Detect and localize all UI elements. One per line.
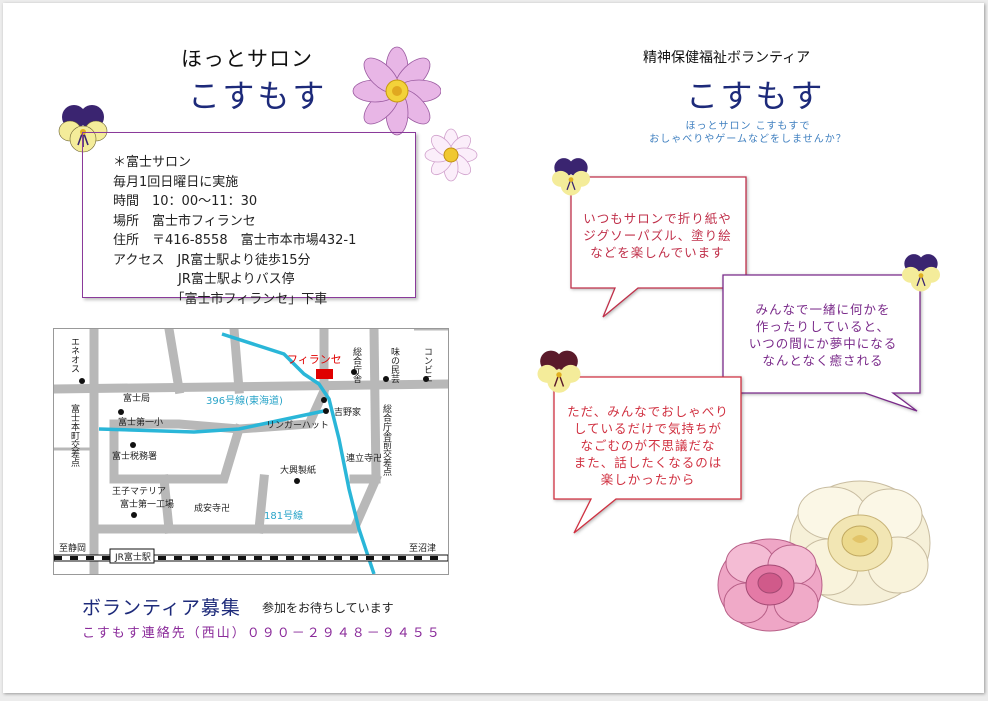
map-label-daiko: 大興製紙 bbox=[280, 464, 316, 476]
info-line: 毎月1回日曜日に実施 bbox=[113, 174, 239, 190]
bubble-line: なごむのが不思議だな bbox=[580, 438, 716, 453]
bubble-line: また、話したくなるのは bbox=[573, 455, 723, 470]
map-label-sogo-mae: 総合庁舎前交差点 bbox=[381, 403, 392, 477]
bubble-1-text: いつもサロンで折り紙や ジグソーパズル、塗り絵 などを楽しんでいます bbox=[575, 210, 740, 261]
volunteer-recruit-subtext: 参加をお待ちしています bbox=[262, 601, 394, 615]
left-title: こすもす bbox=[188, 77, 328, 115]
map-label-route396: 396号線(東海道) bbox=[206, 394, 283, 407]
map-label-numazu: 至沼津 bbox=[409, 543, 436, 554]
info-line: アクセス JR富士駅より徒歩15分 bbox=[113, 252, 311, 268]
bubble-line: ジグソーパズル、塗り絵 bbox=[583, 228, 732, 243]
access-map: JR富士駅 至静岡 至沼津 フィランセ エネオス 富士本町交差点 総合庁舎 味の… bbox=[53, 328, 449, 575]
map-label-aji: 味の民芸 bbox=[389, 346, 400, 384]
pansy-flower-icon bbox=[901, 254, 941, 292]
info-line: ＊富士サロン bbox=[113, 155, 192, 170]
intro-text: ほっとサロン こすもすで おしゃべりやゲームなどをしませんか？ bbox=[633, 120, 863, 146]
map-label-shizuoka: 至静岡 bbox=[59, 542, 86, 554]
river-line bbox=[221, 332, 376, 574]
map-label-fuji-honmachi: 富士本町交差点 bbox=[69, 403, 80, 468]
volunteer-recruit-heading: ボランティア募集 bbox=[82, 597, 241, 619]
bubble-line: しているだけで気持ちが bbox=[573, 421, 723, 436]
bubble-line: ただ、みんなでおしゃべり bbox=[567, 404, 729, 419]
right-title: こすもす bbox=[686, 77, 826, 115]
left-subtitle: ほっとサロン bbox=[181, 47, 313, 71]
bubble-line: みんなで一緒に何かを bbox=[755, 302, 891, 317]
map-label-fuji-daiichi-sho: 富士第一小 bbox=[118, 416, 163, 428]
map-label-jr-fuji: JR富士駅 bbox=[114, 551, 151, 563]
jr-fuji-station-box bbox=[109, 548, 155, 564]
white-rose-icon bbox=[789, 480, 931, 606]
pansy-flower-icon bbox=[551, 158, 591, 196]
roses-illustration bbox=[717, 480, 931, 632]
bubble-line: いつもサロンで折り紙や bbox=[583, 211, 732, 226]
salon-info-box: ＊富士サロン 毎月1回日曜日に実施 時間 10：00～11：30 場所 富士市フ… bbox=[82, 132, 416, 307]
route-396-line bbox=[98, 409, 325, 434]
map-label-fujikyoku: 富士局 bbox=[123, 392, 150, 404]
right-subtitle: 精神保健福祉ボランティア bbox=[643, 50, 811, 66]
bubble-3-text: ただ、みんなでおしゃべり しているだけで気持ちが なごむのが不思議だな また、話… bbox=[558, 403, 738, 488]
info-line: 住所 〒416-8558 富士市本市場432-1 bbox=[113, 233, 357, 248]
white-cosmos-flower-illustration bbox=[424, 128, 478, 182]
speech-bubble-1 bbox=[570, 176, 747, 318]
info-line: JR富士駅よりバス停 bbox=[113, 272, 295, 287]
bubble-2-text: みんなで一緒に何かを 作ったりしていると、 いつの間にか夢中になる なんとなく癒… bbox=[738, 301, 908, 369]
map-label-route181: 181号線 bbox=[264, 509, 303, 522]
intro-line: ほっとサロン こすもすで bbox=[685, 121, 811, 132]
pansy-flower-icon bbox=[58, 105, 108, 153]
map-label-oji: 王子マテリア bbox=[112, 486, 166, 497]
speech-bubble-3 bbox=[553, 376, 742, 534]
map-label-sogo: 総合庁舎 bbox=[351, 346, 362, 384]
bubble-line: なんとなく癒される bbox=[762, 353, 884, 368]
bubble-line: 作ったりしていると、 bbox=[755, 319, 891, 334]
contact-phone: こすもす連絡先（西山）０９０－２９４８－９４５５ bbox=[82, 626, 442, 641]
map-label-conv: コンビニ bbox=[422, 347, 433, 383]
pink-rose-icon bbox=[717, 538, 823, 632]
map-label-ringer: リンガーハット bbox=[266, 420, 329, 431]
pansy-flower-icon bbox=[537, 350, 581, 393]
map-label-jokyo: 成安寺卍 bbox=[194, 502, 230, 514]
filance-marker bbox=[316, 369, 333, 379]
intro-line: おしゃべりやゲームなどをしませんか？ bbox=[649, 134, 847, 145]
bubble-line: などを楽しんでいます bbox=[590, 245, 725, 260]
pink-cosmos-flower-illustration bbox=[352, 46, 441, 136]
bubble-line: 楽しかったから bbox=[600, 472, 696, 487]
info-line: 「富士市フィランセ」下車 bbox=[113, 291, 328, 307]
info-line: 時間 10：00～11：30 bbox=[113, 194, 258, 209]
map-label-oji2: 富士第一工場 bbox=[120, 498, 174, 510]
flyer-page: ほっとサロン こすもす bbox=[3, 3, 984, 693]
map-label-renritsu: 連立寺卍 bbox=[346, 452, 382, 464]
map-label-zeimusho: 富士税務署 bbox=[112, 450, 157, 462]
speech-bubble-2 bbox=[722, 274, 921, 412]
map-label-yoshinoya: 吉野家 bbox=[334, 406, 361, 418]
bubble-line: いつの間にか夢中になる bbox=[748, 336, 898, 351]
map-label-eneos: エネオス bbox=[69, 337, 80, 373]
map-label-target: フィランセ bbox=[287, 353, 342, 366]
info-line: 場所 富士市フィランセ bbox=[113, 213, 256, 229]
